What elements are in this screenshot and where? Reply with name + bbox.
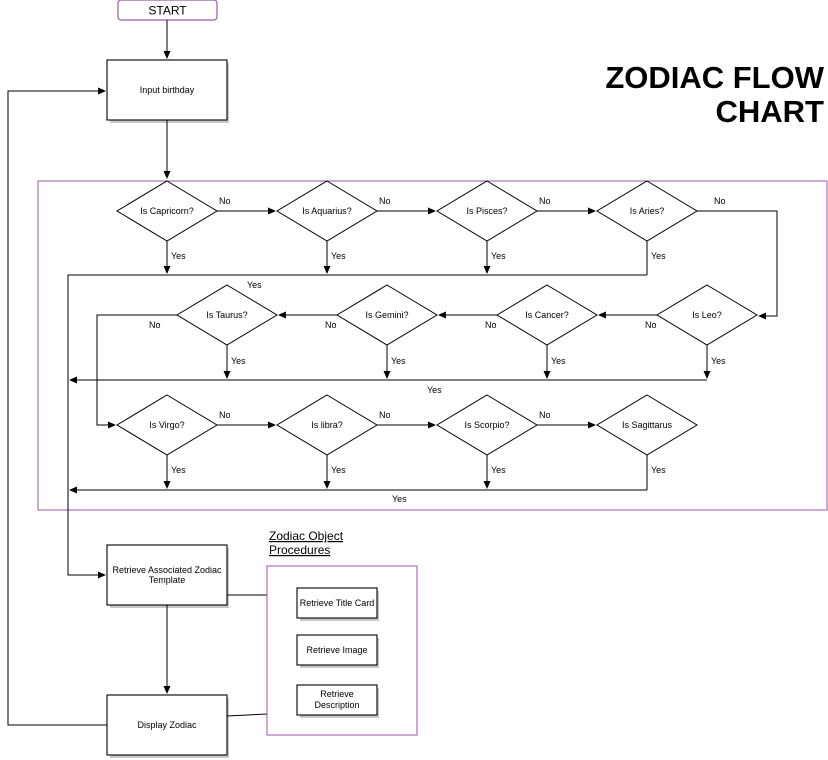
edge-pisces-yes-label: Yes xyxy=(491,251,506,261)
procedures-heading-line1: Zodiac Object xyxy=(269,529,344,543)
edge-virgo-yes-label: Yes xyxy=(171,465,186,475)
start-label: START xyxy=(148,4,187,18)
decision-libra-label: Is libra? xyxy=(311,420,343,430)
edge-virgo-no-label: No xyxy=(219,410,231,420)
retrieve-template-label-line1: Retrieve Associated Zodiac xyxy=(112,565,222,575)
edge-taurus-yes-label: Yes xyxy=(231,356,246,366)
decision-taurus-label: Is Taurus? xyxy=(206,310,247,320)
procedure-title-card[interactable] xyxy=(296,587,378,619)
procedures-container xyxy=(266,565,418,736)
edge-taurus-no xyxy=(96,314,177,429)
decision-cancer-label: Is Cancer? xyxy=(525,310,569,320)
edge-cancer-yes-label: Yes xyxy=(551,356,566,366)
decision-pisces-label: Is Pisces? xyxy=(466,206,507,216)
edge-aquarius-yes-label: Yes xyxy=(331,251,346,261)
chart-title-line2: CHART xyxy=(716,94,825,129)
yes-bus-row1 xyxy=(67,274,647,579)
edge-libra-yes-label: Yes xyxy=(331,465,346,475)
procedure-image[interactable] xyxy=(296,634,378,666)
edge-scorpio-yes-label: Yes xyxy=(491,465,506,475)
yes-bus-row1-label: Yes xyxy=(247,280,262,290)
yes-bus-row3-label: Yes xyxy=(392,494,407,504)
edge-leo-no-label: No xyxy=(645,320,657,330)
procedure-image-label: Retrieve Image xyxy=(306,645,367,655)
edge-capricorn-no-label: No xyxy=(219,196,231,206)
retrieve-template-node[interactable] xyxy=(106,544,228,606)
edge-libra-no-label: No xyxy=(379,410,391,420)
procedure-description-label-line1: Retrieve xyxy=(320,689,354,699)
edge-sagittarius-yes-label: Yes xyxy=(651,465,666,475)
edge-leo-yes-label: Yes xyxy=(711,356,726,366)
chart-title-line1: ZODIAC FLOW xyxy=(605,60,824,95)
yes-bus-row2-label: Yes xyxy=(427,385,442,395)
decision-aries-label: Is Aries? xyxy=(630,206,665,216)
decision-sagittarius-label: Is Sagittarus xyxy=(622,420,673,430)
procedure-description[interactable] xyxy=(296,684,378,716)
decision-virgo-label: Is Virgo? xyxy=(149,420,184,430)
edge-gemini-yes-label: Yes xyxy=(391,356,406,366)
input-birthday-node[interactable] xyxy=(106,59,228,121)
retrieve-template-label-line2: Template xyxy=(149,575,186,585)
edge-aries-yes-label: Yes xyxy=(651,251,666,261)
edge-loop-display-to-input xyxy=(7,87,107,726)
edge-cancer-no-label: No xyxy=(485,320,497,330)
input-birthday-label: Input birthday xyxy=(140,85,195,95)
decision-scorpio-label: Is Scorpio? xyxy=(464,420,509,430)
edge-aquarius-no-label: No xyxy=(379,196,391,206)
connector-display-to-procedures xyxy=(226,713,268,717)
edge-taurus-no-label: No xyxy=(149,320,161,330)
edge-scorpio-no-label: No xyxy=(539,410,551,420)
procedure-title-card-label: Retrieve Title Card xyxy=(300,598,375,608)
decision-gemini-label: Is Gemini? xyxy=(365,310,408,320)
edge-aries-no xyxy=(697,210,778,320)
decision-group-container xyxy=(37,180,828,511)
procedures-heading-line2: Procedures xyxy=(269,543,330,557)
edge-aries-no-label: No xyxy=(714,196,726,206)
display-zodiac-node[interactable] xyxy=(106,694,228,756)
edge-gemini-no-label: No xyxy=(325,320,337,330)
decision-leo-label: Is Leo? xyxy=(692,310,722,320)
display-zodiac-label: Display Zodiac xyxy=(137,720,197,730)
procedure-description-label-line2: Description xyxy=(314,700,359,710)
edge-capricorn-yes-label: Yes xyxy=(171,251,186,261)
decision-capricorn-label: Is Capricorn? xyxy=(140,206,194,216)
edge-pisces-no-label: No xyxy=(539,196,551,206)
decision-aquarius-label: Is Aquarius? xyxy=(302,206,352,216)
